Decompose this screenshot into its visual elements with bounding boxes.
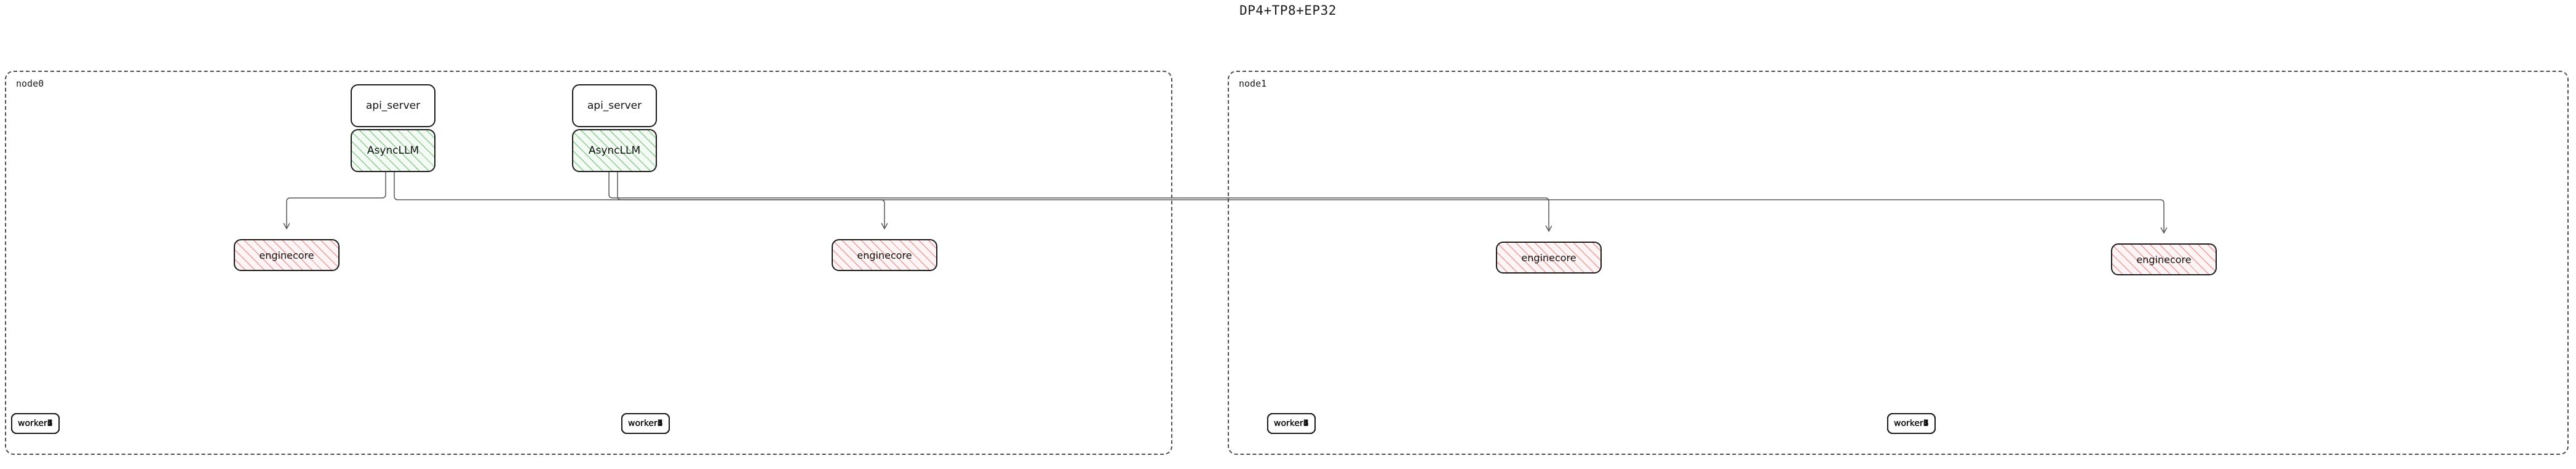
asyncllm-box-1[interactable]: AsyncLLM [572, 129, 657, 172]
enginecore-box-0[interactable]: enginecore [234, 239, 340, 271]
api-server-label: api_server [587, 100, 642, 112]
worker-label: worker8 [18, 419, 53, 428]
enginecore-label: enginecore [2136, 253, 2192, 266]
enginecore-box-1[interactable]: enginecore [832, 239, 937, 271]
node-cluster-node1[interactable]: node1 [1228, 71, 2569, 455]
worker-box[interactable]: worker8 [1267, 413, 1316, 434]
asyncllm-label: AsyncLLM [588, 144, 641, 157]
enginecore-box-3[interactable]: enginecore [2111, 243, 2217, 275]
enginecore-label: enginecore [857, 249, 912, 261]
enginecore-label: enginecore [1521, 251, 1576, 264]
node-cluster-node0[interactable]: node0 [5, 71, 1172, 455]
enginecore-label: enginecore [259, 249, 314, 261]
worker-box[interactable]: worker8 [11, 413, 60, 434]
enginecore-box-2[interactable]: enginecore [1496, 242, 1602, 274]
worker-box[interactable]: worker8 [1887, 413, 1936, 434]
api-server-box-1[interactable]: api_server [572, 84, 657, 127]
asyncllm-label: AsyncLLM [367, 144, 419, 157]
worker-label: worker8 [1894, 419, 1929, 428]
page-title: DP4+TP8+EP32 [1239, 3, 1337, 18]
api-server-label: api_server [365, 100, 421, 112]
worker-label: worker8 [628, 419, 663, 428]
worker-box[interactable]: worker8 [621, 413, 670, 434]
node-label-node0: node0 [16, 78, 44, 89]
worker-label: worker8 [1274, 419, 1309, 428]
asyncllm-box-0[interactable]: AsyncLLM [351, 129, 435, 172]
node-label-node1: node1 [1239, 78, 1267, 89]
api-server-box-0[interactable]: api_server [351, 84, 435, 127]
